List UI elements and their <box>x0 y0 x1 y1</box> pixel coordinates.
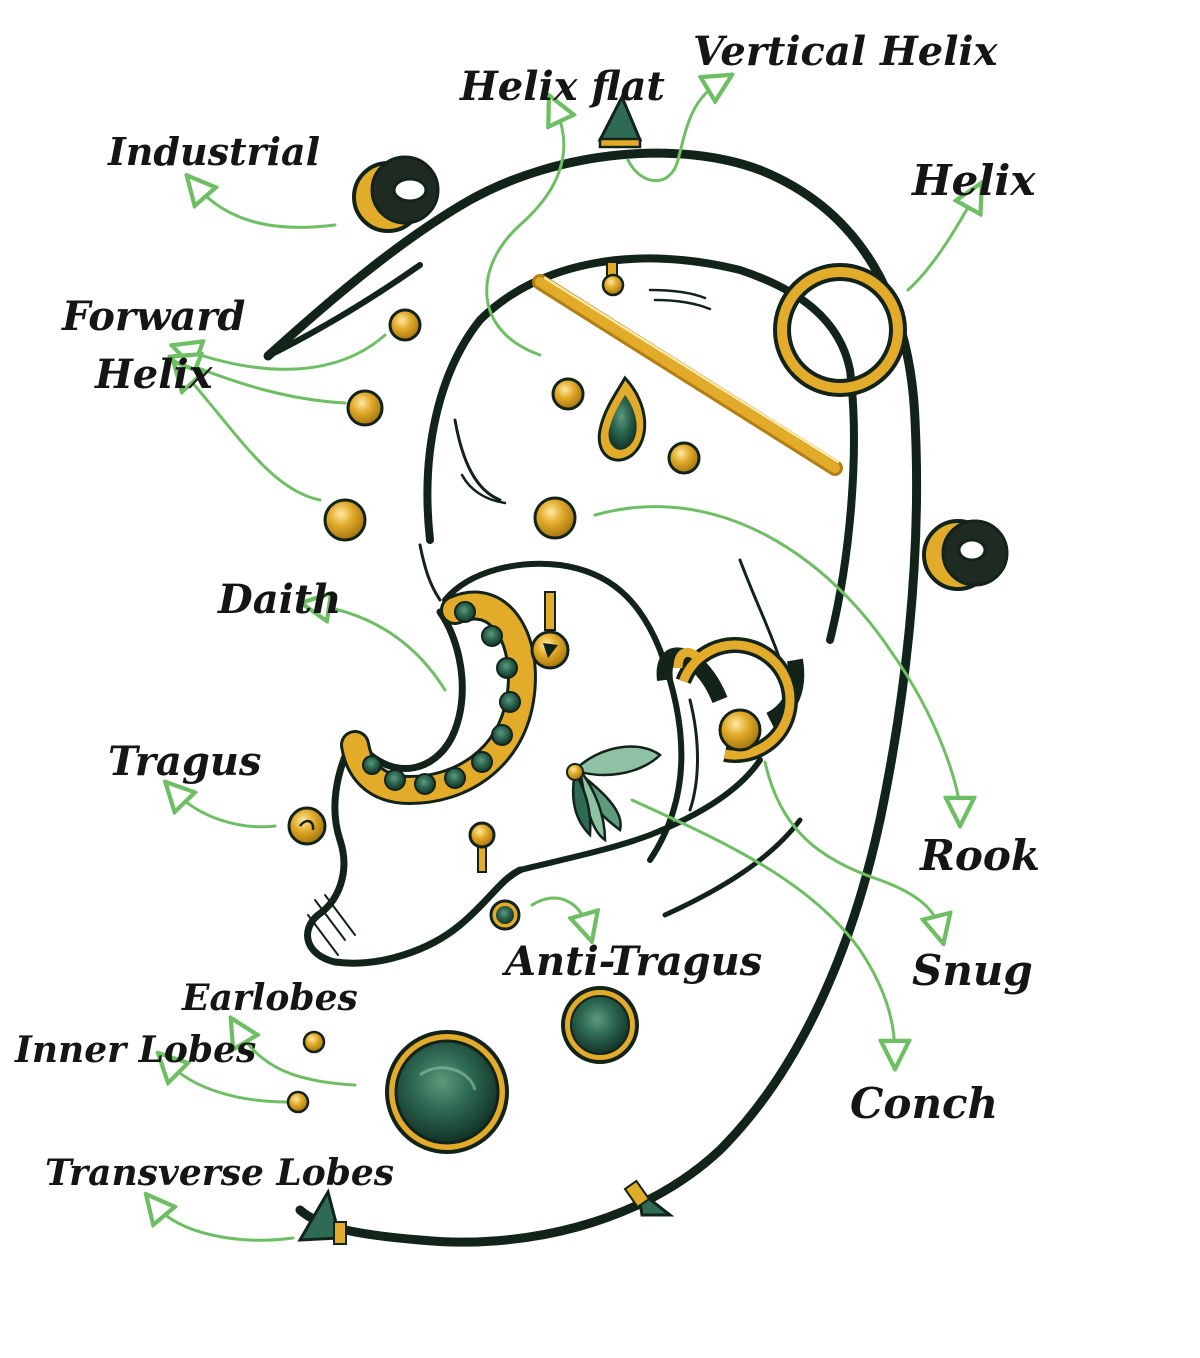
inner-lobe-stud <box>286 1090 310 1114</box>
conch-leaf-cluster <box>566 745 662 843</box>
ear-tragus-edge <box>304 736 524 967</box>
arrow-rook <box>593 505 960 812</box>
industrial-side-end <box>922 519 1009 591</box>
label-forward-helix-line2: Helix <box>94 351 214 398</box>
arrow-anti-tragus <box>530 896 588 928</box>
transverse-lobe-spike-left <box>297 1188 347 1245</box>
vertical-helix-bar <box>601 261 625 297</box>
ear-antitragus <box>517 757 763 873</box>
label-conch: Conch <box>850 1079 998 1128</box>
arrow-forward-helix-1 <box>185 333 387 369</box>
anti-tragus-gem <box>489 899 521 931</box>
label-earlobes: Earlobes <box>181 977 358 1019</box>
arrow-tragus <box>175 792 277 829</box>
earlobe-stud <box>302 1030 326 1054</box>
arrow-inner-lobes <box>168 1063 290 1104</box>
conch-lower-stud <box>468 821 496 873</box>
arrow-industrial <box>196 186 337 229</box>
arrow-conch <box>630 798 895 1055</box>
label-rook: Rook <box>919 831 1040 880</box>
labels: Industrial Helix flat Vertical Helix Hel… <box>14 28 1040 1194</box>
arrow-daith <box>315 605 447 692</box>
ear-antihelix <box>442 560 685 863</box>
tragus-stud <box>287 806 327 846</box>
lobe-medium-gem <box>561 986 639 1064</box>
lobe-large-gem <box>385 1030 509 1154</box>
ear-outline <box>263 148 922 1247</box>
label-industrial: Industrial <box>107 129 320 174</box>
ear-lobe-inner <box>662 817 803 918</box>
label-inner-lobes: Inner Lobes <box>14 1029 256 1071</box>
daith-jewel <box>340 590 537 806</box>
jewelry <box>286 93 1009 1245</box>
label-vertical-helix: Vertical Helix <box>693 28 999 75</box>
helix-flat-spike <box>597 93 643 149</box>
label-anti-tragus: Anti-Tragus <box>501 938 762 985</box>
conch-upper-cluster <box>533 375 701 540</box>
arrow-forward-helix-3 <box>183 372 322 502</box>
arrow-vertical-helix <box>626 82 720 183</box>
ear-forward-line <box>265 262 423 359</box>
ear-inner-helix <box>423 254 858 644</box>
snug-ring <box>656 637 805 763</box>
label-snug: Snug <box>912 946 1033 995</box>
arrow-helix-flat <box>485 108 564 357</box>
label-helix-flat: Helix flat <box>459 63 665 110</box>
forward-helix-balls <box>323 308 422 542</box>
rook-barbell <box>530 591 570 670</box>
label-daith: Daith <box>217 576 341 623</box>
label-transverse-lobes: Transverse Lobes <box>45 1152 394 1194</box>
arrow-snug <box>763 760 940 930</box>
transverse-lobe-spike-right <box>623 1179 675 1217</box>
label-forward-helix-line1: Forward <box>61 293 245 340</box>
helix-ring <box>773 263 907 397</box>
label-helix: Helix <box>911 156 1036 205</box>
arrows <box>155 82 975 1242</box>
arrow-transverse-lobes <box>155 1205 295 1242</box>
arrow-helix <box>906 195 975 292</box>
label-tragus: Tragus <box>108 738 261 785</box>
ear-concha <box>356 608 466 773</box>
industrial-top-end <box>352 155 440 233</box>
arrow-earlobes <box>238 1030 357 1087</box>
ear-outer-rim <box>263 148 922 1247</box>
